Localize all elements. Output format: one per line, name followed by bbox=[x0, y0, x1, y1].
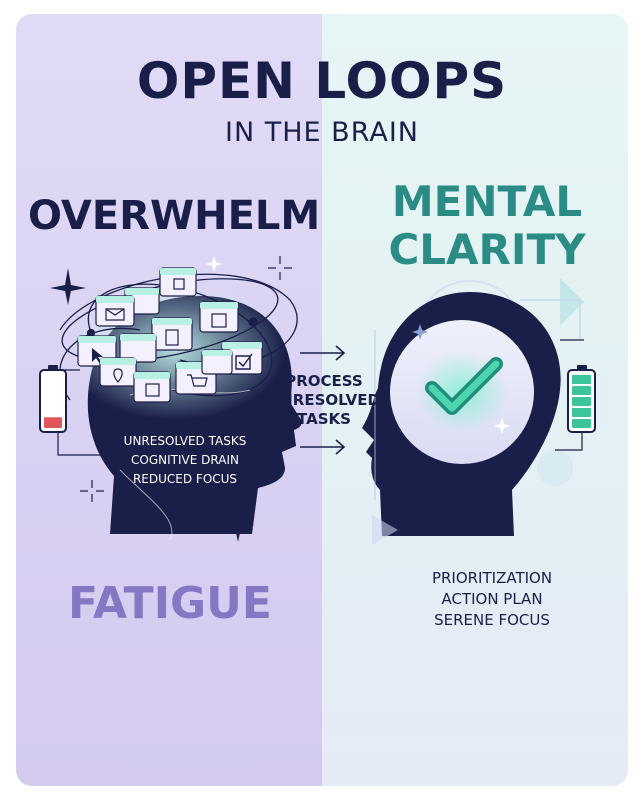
page-title: OPEN LOOPS bbox=[136, 52, 508, 110]
sparkle-icon bbox=[50, 268, 86, 305]
calendar-icon bbox=[173, 278, 185, 290]
clarity-heading-line: MENTAL bbox=[391, 177, 583, 226]
symptom-item: UNRESOLVED TASKS bbox=[123, 434, 247, 448]
battery-low-icon bbox=[39, 365, 120, 456]
folder-icon bbox=[199, 301, 239, 333]
process-label-line: UNRESOLVED bbox=[268, 391, 380, 409]
battery-cell bbox=[572, 397, 591, 406]
folder-icon bbox=[151, 317, 193, 351]
battery-full-icon bbox=[555, 339, 596, 451]
clarity-heading-line: CLARITY bbox=[388, 225, 586, 274]
benefit-item: PRIORITIZATION bbox=[431, 569, 553, 587]
clipboard-icon bbox=[165, 329, 179, 346]
symptom-item: COGNITIVE DRAIN bbox=[131, 453, 239, 467]
symptom-item: REDUCED FOCUS bbox=[132, 472, 238, 486]
clarity-heading: MENTAL CLARITY bbox=[342, 178, 632, 274]
clarity-benefits: PRIORITIZATION ACTION PLAN SERENE FOCUS bbox=[382, 568, 602, 631]
battery-cell bbox=[572, 408, 591, 417]
arrow-right-icon bbox=[300, 439, 346, 455]
location-pin-icon bbox=[113, 368, 123, 383]
folder-icon bbox=[95, 295, 135, 327]
cursor-icon bbox=[92, 348, 103, 364]
process-label-line: PROCESS bbox=[285, 372, 363, 390]
sparkle-icon bbox=[206, 256, 222, 272]
battery-cell bbox=[572, 375, 591, 384]
process-label: PROCESS UNRESOLVED TASKS bbox=[262, 372, 386, 429]
cart-icon bbox=[187, 374, 208, 387]
folder-icon bbox=[201, 349, 233, 375]
overwhelm-heading: OVERWHELM bbox=[28, 193, 321, 239]
clear-head bbox=[362, 280, 561, 536]
folder-icon bbox=[119, 333, 157, 363]
calendar-icon bbox=[145, 383, 160, 397]
flow-arrows bbox=[372, 278, 584, 545]
battery-cell bbox=[572, 386, 591, 395]
folder-icon bbox=[159, 267, 197, 297]
benefit-item: SERENE FOCUS bbox=[434, 611, 550, 629]
benefit-item: ACTION PLAN bbox=[441, 590, 543, 608]
sparkle-icon bbox=[222, 508, 254, 542]
sparkle-icon bbox=[80, 256, 292, 502]
mail-icon bbox=[105, 308, 125, 321]
process-label-line: TASKS bbox=[297, 410, 351, 428]
calendar-icon bbox=[211, 313, 227, 328]
overwhelm-symptoms: UNRESOLVED TASKS COGNITIVE DRAIN REDUCED… bbox=[110, 432, 260, 489]
arrow-right-icon bbox=[300, 345, 346, 361]
checkbox-icon bbox=[235, 353, 253, 370]
page-subtitle: IN THE BRAIN bbox=[225, 117, 419, 148]
folder-icon bbox=[99, 357, 137, 387]
fatigue-label: FATIGUE bbox=[68, 578, 272, 629]
folder-icon bbox=[133, 371, 171, 403]
battery-cell bbox=[572, 419, 591, 428]
